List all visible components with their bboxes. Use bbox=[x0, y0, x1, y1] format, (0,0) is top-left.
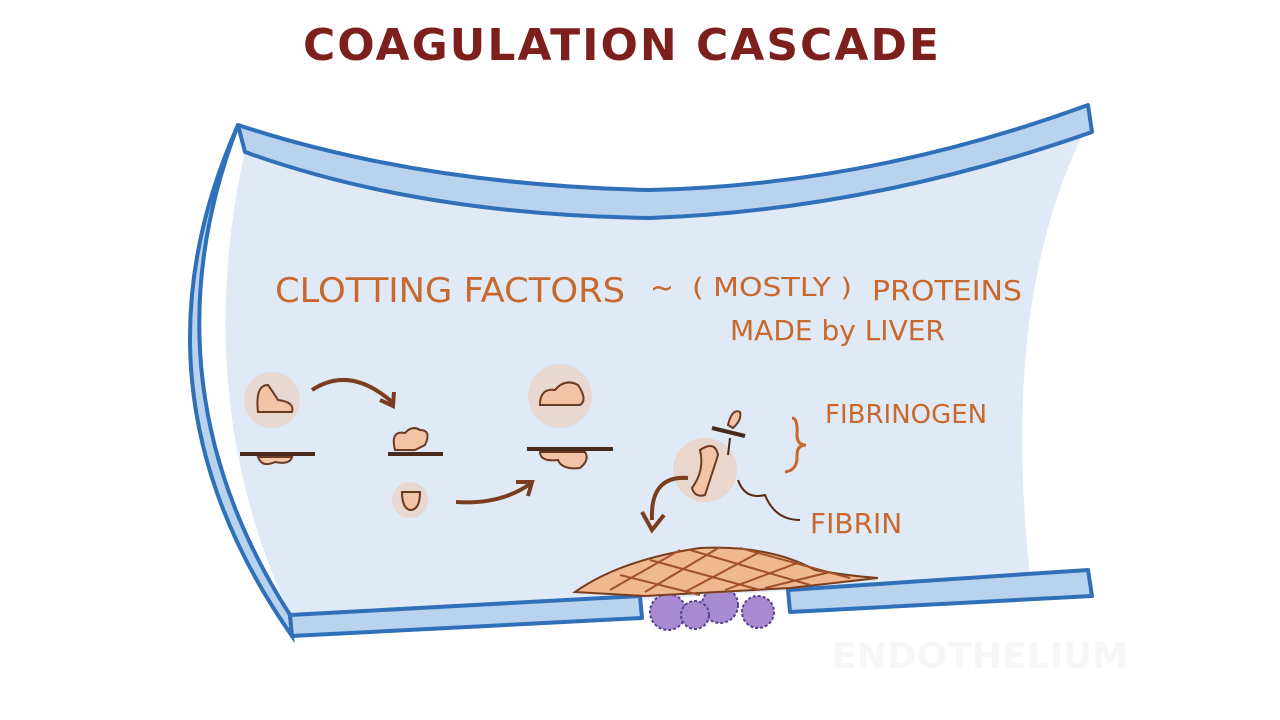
proteins-label: PROTEINS bbox=[872, 274, 1022, 307]
vessel-bottom-wall-right bbox=[786, 568, 1094, 614]
factor-protein bbox=[256, 383, 294, 413]
factor-protein bbox=[538, 381, 585, 406]
arrow-icon bbox=[455, 482, 532, 505]
made-by-liver-label: MADE by LIVER bbox=[730, 314, 945, 347]
endothelium-ghost-label: ENDOTHELIUM bbox=[832, 636, 1128, 677]
fibrin-clot bbox=[572, 546, 879, 598]
pointer-line bbox=[737, 479, 801, 521]
tilde-label: ~ bbox=[650, 271, 674, 306]
platelets bbox=[649, 586, 775, 631]
fibrinogen-label: FIBRINOGEN bbox=[825, 400, 987, 430]
factor-protein bbox=[256, 456, 294, 466]
vessel-lumen bbox=[225, 130, 1085, 615]
cascade-factors bbox=[240, 364, 807, 534]
vessel-bottom-wall-left bbox=[288, 594, 644, 638]
vessel-top-wall bbox=[236, 103, 1094, 220]
arrow-icon bbox=[649, 475, 689, 521]
arrow-icon bbox=[310, 377, 394, 404]
bracket-icon bbox=[784, 416, 807, 474]
fibrin-label: FIBRIN bbox=[810, 507, 902, 540]
factor-protein bbox=[538, 451, 588, 470]
fibrin-monomer bbox=[690, 445, 720, 497]
blood-vessel bbox=[188, 103, 1094, 644]
clotting-factors-label: CLOTTING FACTORS bbox=[275, 271, 625, 311]
mostly-label: ( MOSTLY ) bbox=[692, 273, 852, 303]
page-title: COAGULATION CASCADE bbox=[303, 20, 941, 71]
factor-protein bbox=[400, 491, 422, 512]
factor-protein bbox=[392, 427, 429, 451]
fibrinogen-molecule bbox=[726, 410, 742, 430]
